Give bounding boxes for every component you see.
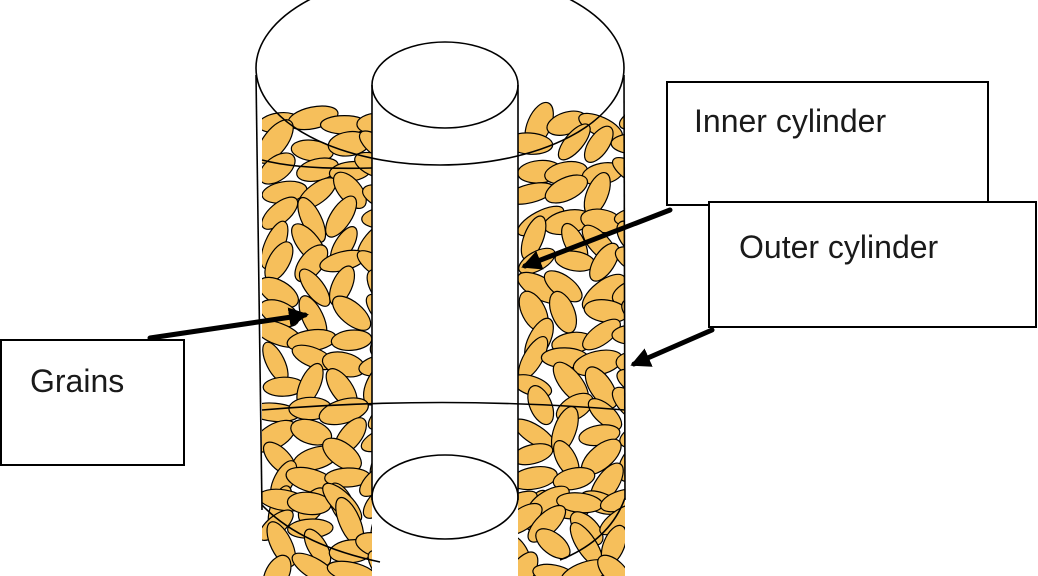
grain xyxy=(462,553,509,576)
grains-label-text: Grains xyxy=(30,363,124,399)
inner-cylinder-top xyxy=(371,41,519,129)
grain xyxy=(617,443,625,482)
outer-cylinder-left-wall xyxy=(255,74,263,511)
outer-cylinder-label: Outer cylinder xyxy=(708,201,1037,328)
grain xyxy=(544,174,589,204)
grain xyxy=(587,398,623,431)
grain xyxy=(465,533,509,571)
grain xyxy=(262,119,294,164)
grain xyxy=(611,157,625,189)
grain xyxy=(611,277,625,306)
grain xyxy=(552,466,596,491)
grain xyxy=(618,104,625,130)
grains-label: Grains xyxy=(0,339,185,466)
grain xyxy=(394,482,436,516)
grain xyxy=(356,250,396,282)
grain xyxy=(297,196,327,243)
grain xyxy=(325,195,358,238)
grain xyxy=(621,298,625,331)
grain xyxy=(431,504,468,538)
outer-cylinder-inner-rim-left xyxy=(261,159,373,170)
inner-cylinder-bottom xyxy=(371,454,519,540)
grain xyxy=(262,196,299,230)
outer-cylinder-label-text: Outer cylinder xyxy=(739,229,939,265)
grain xyxy=(330,329,373,352)
outer-cylinder-bottom-right xyxy=(559,497,626,561)
grain xyxy=(453,485,504,506)
grain xyxy=(584,366,618,409)
outer-cylinder-right-wall xyxy=(623,74,626,501)
grain xyxy=(619,420,625,449)
grain xyxy=(437,524,470,571)
inner-cylinder-label: Inner cylinder xyxy=(666,81,989,206)
grain xyxy=(332,171,367,209)
outer-cylinder xyxy=(255,0,626,563)
grains-arrow xyxy=(147,307,309,341)
grain xyxy=(358,353,402,377)
grain xyxy=(611,324,625,345)
outer-cylinder-mid-line xyxy=(261,401,626,411)
grain xyxy=(613,206,625,227)
grain xyxy=(387,549,432,576)
inner-cylinder xyxy=(371,41,519,540)
outer-cylinder-bottom-left xyxy=(261,504,381,563)
grain xyxy=(361,206,413,230)
grains-label-box xyxy=(0,339,185,466)
grain xyxy=(610,133,625,156)
grain xyxy=(326,560,378,576)
grain xyxy=(331,295,372,331)
grain xyxy=(291,552,339,576)
grain xyxy=(599,503,625,536)
inner-cylinder-label-text: Inner cylinder xyxy=(694,103,886,139)
grain xyxy=(262,554,292,576)
grain xyxy=(582,318,621,351)
grain xyxy=(589,242,620,282)
grain xyxy=(614,246,625,277)
grain xyxy=(322,437,362,472)
grain xyxy=(391,535,431,566)
grain xyxy=(425,551,464,576)
grain xyxy=(583,125,614,163)
grain xyxy=(597,554,625,576)
inner-cylinder-label-box xyxy=(666,81,989,206)
grain xyxy=(266,521,297,568)
grain xyxy=(532,563,576,576)
grain xyxy=(298,268,331,307)
outer-cylinder-top-rim xyxy=(255,0,625,166)
outer-cylinder-arrow xyxy=(630,327,715,367)
grain xyxy=(434,475,475,516)
grain xyxy=(615,350,625,376)
outer-cylinder-label-box xyxy=(708,201,1037,328)
grains-group xyxy=(262,101,625,576)
inner-cylinder-arrow xyxy=(521,207,673,270)
grain xyxy=(616,368,625,402)
